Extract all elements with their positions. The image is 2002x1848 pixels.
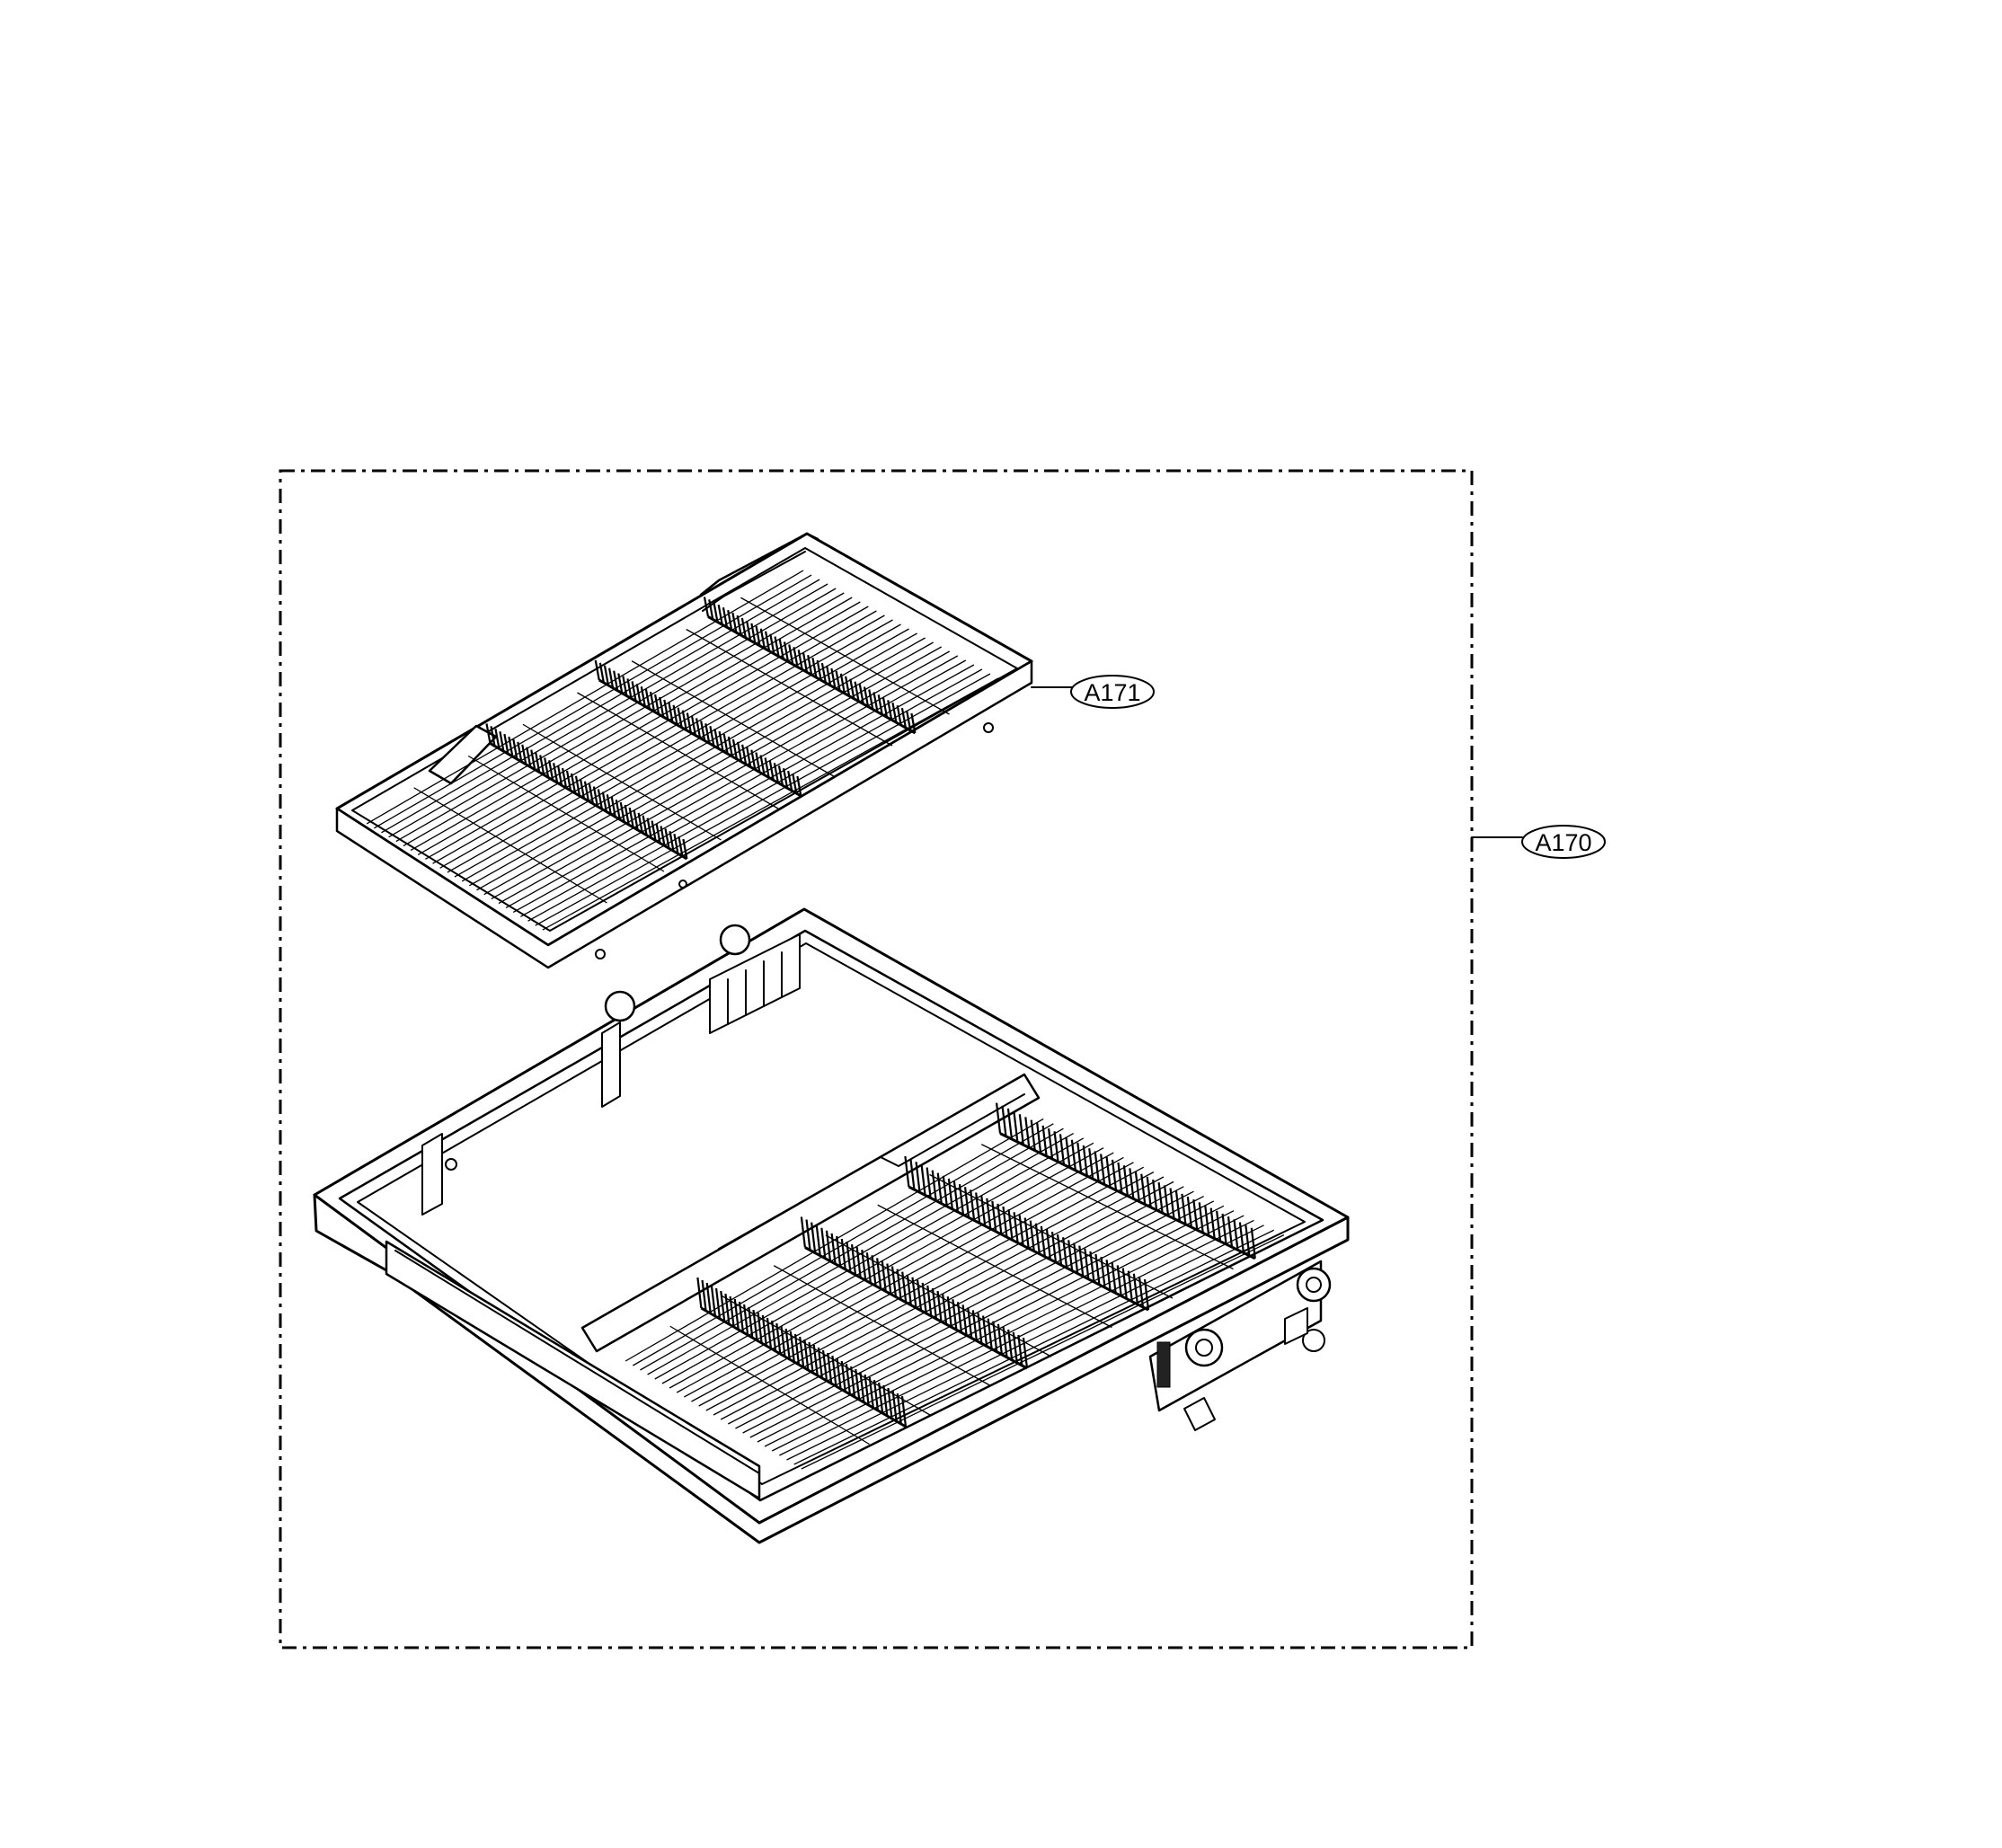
lower-frame-drawing[interactable] [313, 907, 1350, 1544]
upper-rack-drawing[interactable] [335, 532, 1033, 969]
callout-a170-label: A170 [1535, 829, 1591, 856]
assembly-boundary [279, 469, 1474, 1649]
callout-a171-label: A171 [1084, 679, 1140, 706]
callout-a170-bubble [1521, 825, 1606, 859]
callout-a171[interactable]: A171 [1031, 675, 1155, 709]
callout-a170[interactable]: A170 [1471, 825, 1606, 859]
callout-a171-bubble [1070, 675, 1155, 709]
